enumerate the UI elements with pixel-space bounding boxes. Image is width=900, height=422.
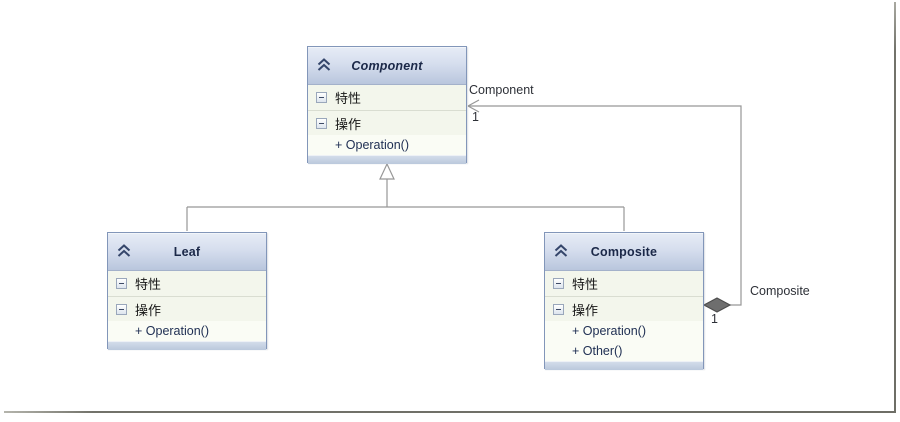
- member-label: + Operation(): [572, 324, 646, 338]
- aggregation-target-multiplicity-label: 1: [472, 110, 479, 124]
- collapse-chevron-icon[interactable]: [316, 58, 332, 72]
- aggregation-source-role-label: Composite: [750, 284, 810, 298]
- class-header: Leaf: [108, 233, 266, 271]
- collapse-minus-icon[interactable]: [553, 303, 564, 315]
- aggregation-target-role-label: Component: [469, 83, 534, 97]
- collapse-chevron-icon[interactable]: [553, 244, 569, 258]
- member-row[interactable]: + Operation(): [545, 321, 703, 341]
- class-footer: [545, 361, 703, 370]
- section-label: 操作: [135, 302, 162, 318]
- collapse-minus-icon[interactable]: [316, 117, 327, 129]
- section-label: 特性: [135, 277, 162, 292]
- class-box-composite[interactable]: Composite 特性 操作 + Operation() + Other(): [544, 232, 704, 370]
- collapse-minus-icon[interactable]: [316, 92, 327, 103]
- member-row[interactable]: + Operation(): [108, 321, 266, 341]
- section-row-operations[interactable]: 操作: [308, 110, 466, 135]
- class-footer: [108, 341, 266, 350]
- class-box-leaf[interactable]: Leaf 特性 操作 + Operation(): [107, 232, 267, 350]
- member-row[interactable]: + Other(): [545, 341, 703, 361]
- frame-shadow-bottom: [4, 411, 896, 413]
- section-row-attributes[interactable]: 特性: [545, 271, 703, 296]
- collapse-minus-icon[interactable]: [553, 278, 564, 289]
- member-row[interactable]: + Operation(): [308, 135, 466, 155]
- member-label: + Other(): [572, 344, 623, 358]
- frame-shadow-right: [894, 2, 896, 413]
- inheritance-triangle-icon: [379, 162, 395, 180]
- collapse-chevron-icon[interactable]: [116, 244, 132, 258]
- section-label: 特性: [572, 277, 599, 292]
- class-box-component[interactable]: Component 特性 操作 + Operation(): [307, 46, 467, 164]
- class-title: Component: [351, 58, 423, 73]
- connector-aggregation[interactable]: [467, 99, 742, 313]
- section-row-operations[interactable]: 操作: [545, 296, 703, 321]
- section-row-operations[interactable]: 操作: [108, 296, 266, 321]
- open-arrowhead-icon: [467, 99, 480, 107]
- collapse-minus-icon[interactable]: [116, 278, 127, 289]
- aggregation-source-multiplicity-label: 1: [711, 312, 718, 326]
- section-label: 操作: [572, 302, 599, 318]
- class-title: Composite: [590, 244, 658, 259]
- section-row-attributes[interactable]: 特性: [308, 85, 466, 110]
- class-footer: [308, 155, 466, 164]
- open-arrowhead-icon: [467, 105, 480, 113]
- collapse-minus-icon[interactable]: [116, 303, 127, 315]
- class-title: Leaf: [173, 244, 201, 259]
- section-label: 特性: [335, 91, 362, 106]
- aggregation-diamond-icon: [702, 297, 732, 313]
- section-row-attributes[interactable]: 特性: [108, 271, 266, 296]
- class-header: Composite: [545, 233, 703, 271]
- member-label: + Operation(): [135, 324, 209, 338]
- member-label: + Operation(): [335, 138, 409, 152]
- connector-generalization[interactable]: [186, 162, 625, 231]
- class-header: Component: [308, 47, 466, 85]
- section-label: 操作: [335, 116, 362, 132]
